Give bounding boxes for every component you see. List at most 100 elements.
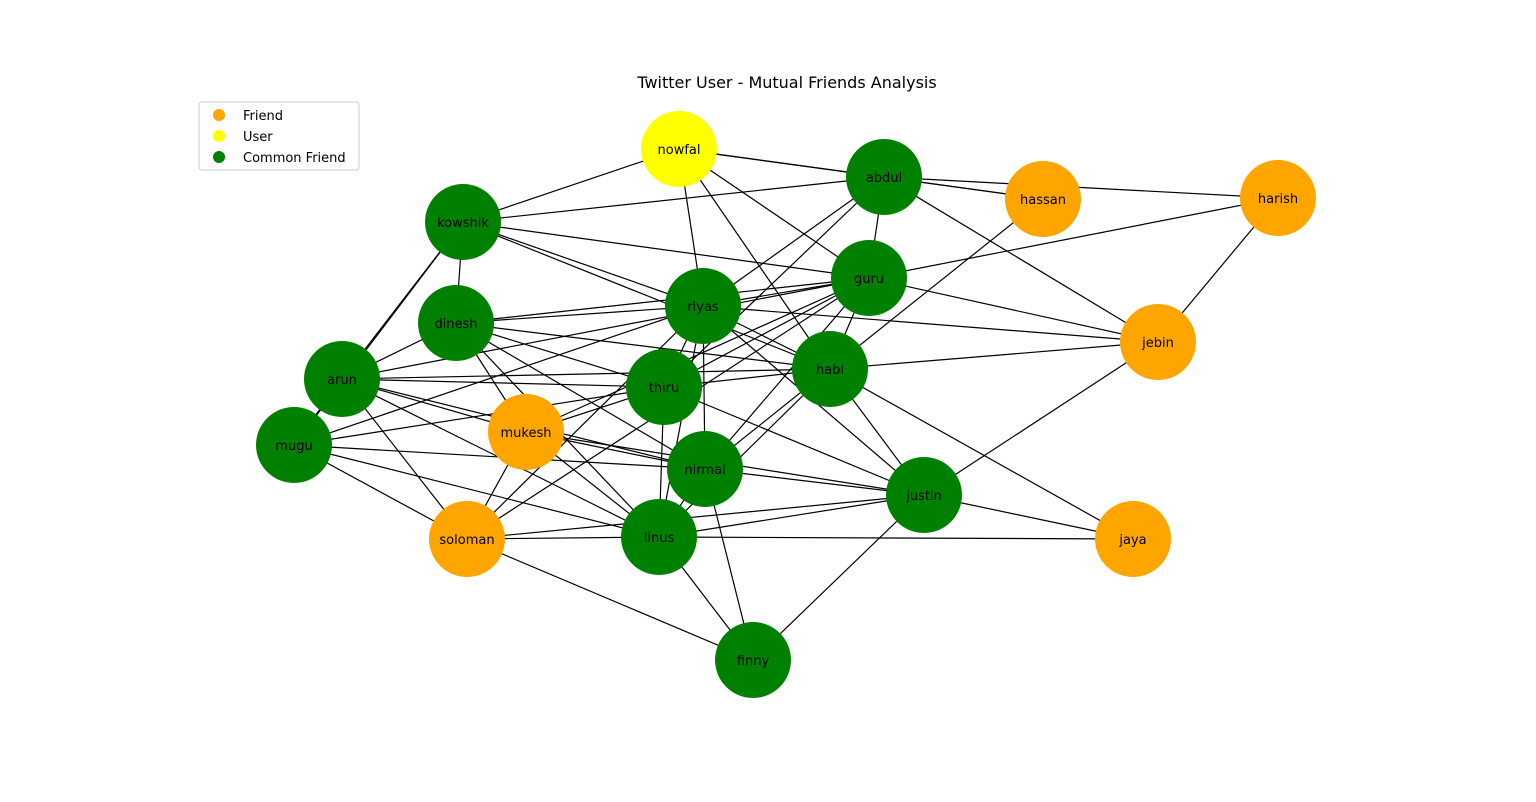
- node-riyas: riyas: [665, 268, 741, 344]
- node-label-mukesh: mukesh: [501, 426, 552, 441]
- node-circle-finny: [715, 622, 791, 698]
- legend-marker-friend: [213, 109, 225, 121]
- node-label-abdul: abdul: [866, 171, 902, 186]
- node-circle-riyas: [665, 268, 741, 344]
- node-label-finny: finny: [737, 654, 770, 669]
- edge-guru-jebin: [868, 277, 1159, 343]
- edge-habi-jaya: [829, 368, 1134, 540]
- edge-abdul-jebin: [883, 176, 1159, 343]
- edge-riyas-jebin: [702, 305, 1159, 343]
- node-label-linus: linus: [644, 531, 675, 546]
- node-label-harish: harish: [1258, 192, 1298, 207]
- node-dinesh: dinesh: [418, 285, 494, 361]
- legend-label-friend: Friend: [243, 109, 283, 124]
- edge-dinesh-nirmal: [455, 322, 706, 470]
- node-label-soloman: soloman: [439, 533, 494, 548]
- edge-arun-thiru: [341, 378, 665, 388]
- node-label-guru: guru: [854, 272, 884, 287]
- edge-guru-thiru: [663, 277, 870, 388]
- node-jebin: jebin: [1120, 304, 1196, 380]
- node-label-kowshik: kowshik: [437, 216, 489, 231]
- node-mukesh: mukesh: [488, 394, 564, 470]
- node-linus: linus: [621, 499, 697, 575]
- edge-riyas-soloman: [466, 305, 704, 540]
- node-circle-thiru: [626, 349, 702, 425]
- node-circle-hassan: [1005, 161, 1081, 237]
- legend-box: [198, 101, 360, 171]
- node-circle-linus: [621, 499, 697, 575]
- edge-nowfal-guru: [678, 148, 870, 279]
- node-label-thiru: thiru: [649, 381, 680, 396]
- node-label-jaya: jaya: [1118, 533, 1146, 548]
- node-circle-guru: [831, 240, 907, 316]
- node-circle-kowshik: [425, 184, 501, 260]
- edge-abdul-thiru: [663, 176, 885, 388]
- node-label-nowfal: nowfal: [658, 143, 701, 158]
- edge-jebin-habi: [829, 341, 1159, 370]
- edge-thiru-justin: [663, 386, 925, 496]
- legend-label-user: User: [243, 130, 273, 145]
- node-label-jebin: jebin: [1141, 336, 1174, 351]
- node-guru: guru: [831, 240, 907, 316]
- legend-marker-user: [213, 130, 225, 142]
- node-circle-habi: [792, 331, 868, 407]
- edge-mugu-linus: [293, 444, 660, 538]
- edge-kowshik-guru: [462, 221, 870, 279]
- node-habi: habi: [792, 331, 868, 407]
- node-thiru: thiru: [626, 349, 702, 425]
- node-circle-soloman: [429, 501, 505, 577]
- edge-harish-guru: [868, 197, 1279, 279]
- edge-riyas-linus: [658, 305, 704, 538]
- node-circle-nirmal: [667, 431, 743, 507]
- chart-title: Twitter User - Mutual Friends Analysis: [636, 73, 936, 92]
- node-justin: justin: [886, 457, 962, 533]
- node-circle-nowfal: [641, 111, 717, 187]
- node-circle-justin: [886, 457, 962, 533]
- node-label-nirmal: nirmal: [684, 463, 725, 478]
- edge-jebin-justin: [923, 341, 1159, 496]
- node-nirmal: nirmal: [667, 431, 743, 507]
- edge-abdul-harish: [883, 176, 1279, 199]
- edge-thiru-mugu: [293, 386, 665, 446]
- edge-dinesh-habi: [455, 322, 831, 370]
- edge-nowfal-kowshik: [462, 148, 680, 223]
- node-harish: harish: [1240, 160, 1316, 236]
- nodes-layer: nowfal abdul hassan harish kowshik guru riyas d…: [256, 111, 1316, 698]
- edge-nowfal-habi: [678, 148, 831, 370]
- edge-abdul-kowshik: [462, 176, 885, 223]
- node-kowshik: kowshik: [425, 184, 501, 260]
- edge-guru-arun: [341, 277, 870, 380]
- node-label-hassan: hassan: [1020, 193, 1066, 208]
- node-label-riyas: riyas: [687, 300, 719, 315]
- edge-habi-linus: [658, 368, 831, 538]
- node-circle-jaya: [1095, 501, 1171, 577]
- edge-habi-arun: [341, 368, 831, 380]
- edge-linus-jaya: [658, 536, 1134, 540]
- node-circle-dinesh: [418, 285, 494, 361]
- node-circle-mukesh: [488, 394, 564, 470]
- node-nowfal: nowfal: [641, 111, 717, 187]
- node-circle-abdul: [846, 139, 922, 215]
- node-label-dinesh: dinesh: [434, 317, 477, 332]
- edge-riyas-dinesh: [455, 305, 704, 324]
- node-mugu: mugu: [256, 407, 332, 483]
- node-label-habi: habi: [816, 363, 844, 378]
- node-circle-arun: [304, 341, 380, 417]
- node-abdul: abdul: [846, 139, 922, 215]
- node-label-mugu: mugu: [275, 439, 312, 454]
- node-label-arun: arun: [327, 373, 357, 388]
- node-arun: arun: [304, 341, 380, 417]
- node-circle-harish: [1240, 160, 1316, 236]
- node-hassan: hassan: [1005, 161, 1081, 237]
- node-soloman: soloman: [429, 501, 505, 577]
- edge-guru-dinesh: [455, 277, 870, 324]
- edge-kowshik-habi: [462, 221, 831, 370]
- legend: Friend User Common Friend: [198, 101, 360, 171]
- node-circle-jebin: [1120, 304, 1196, 380]
- node-circle-mugu: [256, 407, 332, 483]
- node-finny: finny: [715, 622, 791, 698]
- edge-justin-soloman: [466, 494, 925, 540]
- edge-soloman-finny: [466, 538, 754, 661]
- edge-hassan-habi: [829, 198, 1044, 370]
